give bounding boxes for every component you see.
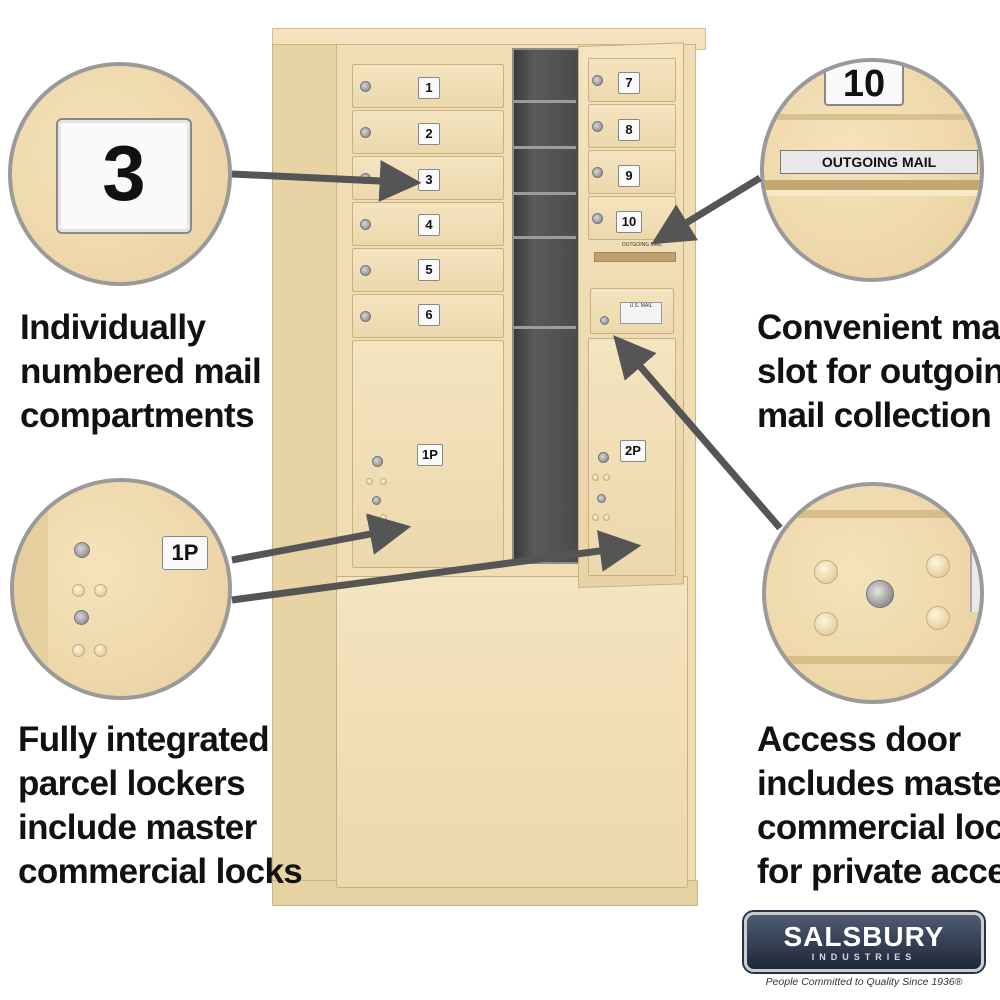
door-side-edge [970, 546, 980, 612]
shelf [514, 192, 576, 195]
parcel-number-plate-large: 1P [162, 536, 208, 570]
logo-subtitle: INDUSTRIES [811, 952, 917, 962]
salsbury-logo: SALSBURY INDUSTRIES [744, 912, 984, 972]
compartment-number: 9 [618, 165, 640, 187]
lock-icon [598, 452, 609, 463]
zoom-circle-outgoing-slot: 10 OUTGOING MAIL [760, 58, 984, 282]
open-interior [512, 48, 582, 564]
rivet-icon [380, 478, 387, 485]
rivet-icon [380, 514, 387, 521]
rivet-icon [366, 514, 373, 521]
zoom-circle-parcel-locker: 1P [10, 478, 232, 700]
compartment-number: 8 [618, 119, 640, 141]
door-bottom-edge [766, 656, 980, 664]
lock-icon [866, 580, 894, 608]
lock-icon [592, 75, 603, 86]
rivet-icon [926, 606, 950, 630]
shelf [514, 326, 576, 329]
compartment-number: 1 [418, 77, 440, 99]
parcel-number: 1P [417, 444, 443, 466]
lock-icon [592, 167, 603, 178]
compartment-number-large: 3 [102, 129, 146, 217]
slot-number-plate-large: 10 [824, 62, 904, 106]
lock-icon [360, 173, 371, 184]
lock-icon [360, 81, 371, 92]
compartment-number: 5 [418, 259, 440, 281]
compartment-number: 3 [418, 169, 440, 191]
compartment-number: 10 [616, 211, 642, 233]
callout-numbered-compartments: Individually numbered mail compartments [20, 308, 262, 435]
compartment-door-1[interactable] [352, 64, 504, 108]
rivet-icon [603, 514, 610, 521]
rivet-icon [926, 554, 950, 578]
rivet-icon [592, 514, 599, 521]
shelf [514, 100, 576, 103]
compartment-number: 2 [418, 123, 440, 145]
lock-icon [592, 121, 603, 132]
lock-icon [360, 265, 371, 276]
outgoing-mail-label-large: OUTGOING MAIL [780, 150, 978, 174]
compartment-number: 4 [418, 214, 440, 236]
zoom-circle-access-door [762, 482, 984, 704]
lock-icon [360, 219, 371, 230]
rivet-icon [72, 644, 85, 657]
lock-icon [360, 311, 371, 322]
callout-outgoing-slot: Convenient mail slot for outgoing mail c… [757, 308, 1000, 435]
usmail-label: U.S. MAIL [620, 302, 662, 324]
rivet-icon [592, 474, 599, 481]
lock-icon [360, 127, 371, 138]
outgoing-mail-label-small: OUTGOING MAIL [621, 242, 663, 248]
rivet-icon [814, 612, 838, 636]
callout-parcel-lockers: Fully integrated parcel lockers include … [18, 720, 303, 891]
pedestal-panel [336, 576, 688, 888]
logo-wordmark: SALSBURY [783, 921, 945, 952]
parcel-number: 2P [620, 440, 646, 462]
number-plate-large: 3 [56, 118, 192, 234]
rivet-icon [366, 478, 373, 485]
rivet-icon [603, 474, 610, 481]
shelf [514, 236, 576, 239]
lock-icon [74, 542, 90, 558]
lock-icon [372, 496, 381, 505]
lock-icon [597, 494, 606, 503]
door-top-edge [766, 510, 980, 518]
compartment-number: 6 [418, 304, 440, 326]
shelf [514, 146, 576, 149]
unit-side [272, 44, 340, 902]
rivet-icon [814, 560, 838, 584]
lock-icon [372, 456, 383, 467]
lock-icon [74, 610, 89, 625]
door-edge [764, 114, 980, 120]
lock-icon [592, 213, 603, 224]
rivet-icon [72, 584, 85, 597]
mail-slot-opening [764, 180, 980, 190]
rivet-icon [94, 644, 107, 657]
rivet-icon [94, 584, 107, 597]
compartment-number: 7 [618, 72, 640, 94]
logo-tagline: People Committed to Quality Since 1936® [765, 976, 963, 988]
zoom-circle-compartment-number: 3 [8, 62, 232, 286]
lock-icon [600, 316, 609, 325]
outgoing-mail-slot[interactable] [594, 252, 676, 262]
callout-access-door: Access door includes master commercial l… [757, 720, 1000, 891]
